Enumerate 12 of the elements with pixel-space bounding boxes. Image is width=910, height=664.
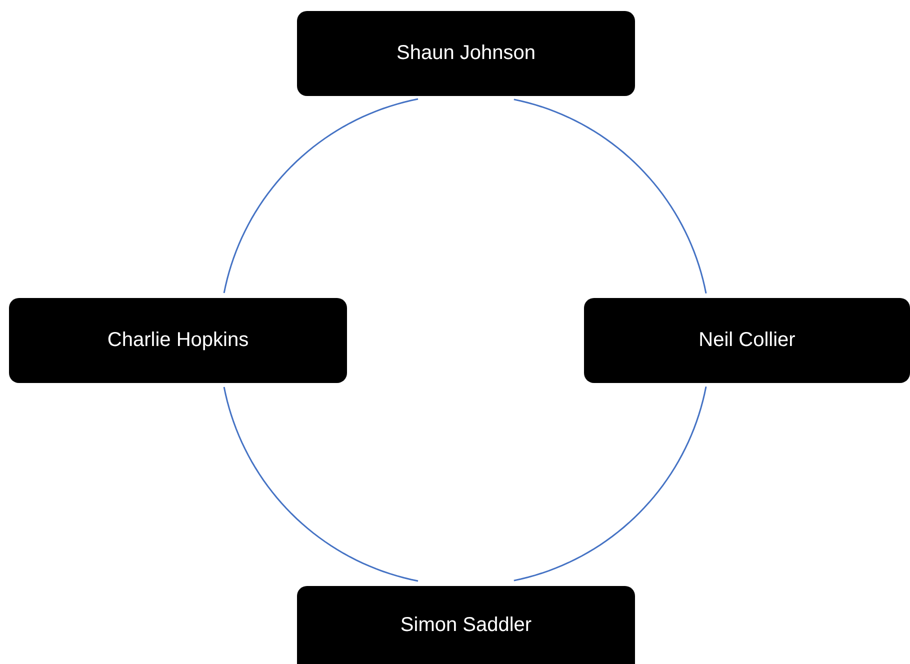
name-box: [297, 586, 635, 664]
name-box: [9, 298, 347, 383]
connector-arc: [223, 98, 418, 294]
person-name: Neil Collier: [698, 329, 796, 352]
connector-arc: [223, 386, 418, 582]
person-name: Shaun Johnson: [396, 42, 536, 65]
person-name: Charlie Hopkins: [107, 329, 249, 352]
person-name: Simon Saddler: [400, 614, 532, 636]
name-box: [584, 298, 910, 383]
connector-arc: [514, 386, 707, 582]
connector-arc: [514, 98, 707, 294]
name-box: [297, 11, 635, 96]
